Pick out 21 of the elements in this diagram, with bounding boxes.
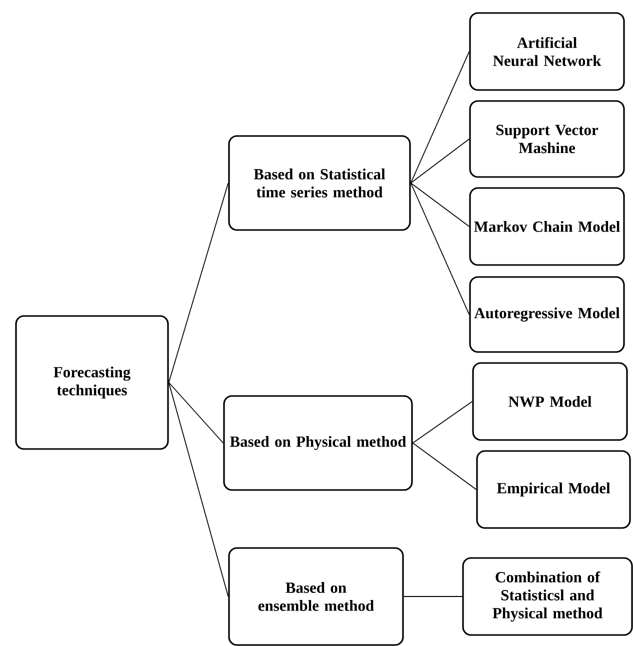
text-box: Artificial Neural Network bbox=[469, 12, 625, 91]
connector-line bbox=[410, 51, 470, 184]
text-box: Based on ensemble method bbox=[228, 547, 404, 646]
connector-line bbox=[168, 382, 229, 597]
text-box: Forecasting techniques bbox=[15, 315, 169, 450]
text-box: Combination of Statisticsl and Physical method bbox=[462, 557, 633, 636]
connector-line bbox=[410, 182, 470, 315]
text-box: Support Vector Mashine bbox=[469, 100, 625, 178]
text-box: NWP Model bbox=[472, 362, 628, 441]
connector-line bbox=[410, 138, 470, 184]
connector-line bbox=[403, 596, 463, 597]
text-box: Markov Chain Model bbox=[469, 187, 625, 266]
connector-line bbox=[410, 182, 470, 227]
text-box: Empirical Model bbox=[476, 450, 631, 529]
connector-line bbox=[412, 442, 477, 490]
text-box: Based on Physical method bbox=[223, 395, 413, 491]
text-box: Based on Statistical time series method bbox=[228, 135, 411, 231]
text-box: Autoregressive Model bbox=[469, 276, 625, 353]
connector-line bbox=[412, 401, 473, 444]
connector-line bbox=[168, 382, 224, 444]
connector-line bbox=[168, 182, 229, 383]
